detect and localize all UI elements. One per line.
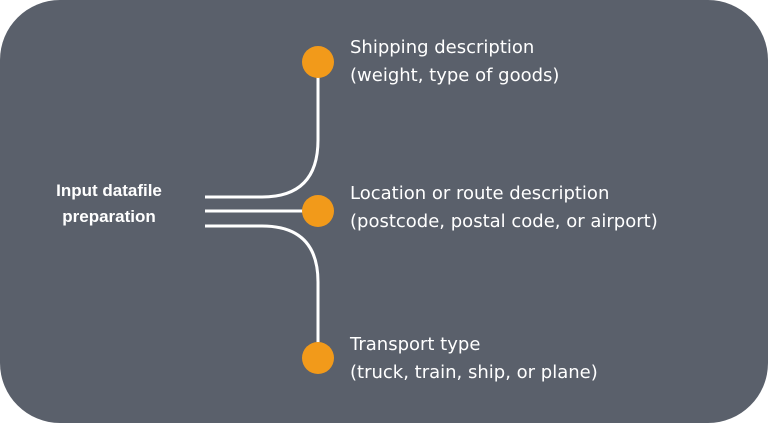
shipping-label: Shipping description (weight, type of go… (350, 34, 559, 90)
transport-detail: (truck, train, ship, or plane) (350, 362, 598, 383)
node-transport (302, 342, 334, 374)
transport-title: Transport type (350, 334, 481, 355)
source-label-line2: preparation (62, 207, 156, 226)
shipping-title: Shipping description (350, 37, 535, 58)
node-location (302, 195, 334, 227)
shipping-detail: (weight, type of goods) (350, 65, 560, 86)
transport-label: Transport type (truck, train, ship, or p… (350, 331, 598, 387)
node-shipping (302, 46, 334, 78)
connector-shipping (205, 62, 320, 199)
source-label-line1: Input datafile (56, 181, 162, 200)
connector-transport (205, 224, 320, 358)
location-detail: (postcode, postal code, or airport) (350, 211, 658, 232)
location-label: Location or route description (postcode,… (350, 180, 658, 236)
location-title: Location or route description (350, 183, 610, 204)
source-label: Input datafile preparation (18, 178, 200, 230)
